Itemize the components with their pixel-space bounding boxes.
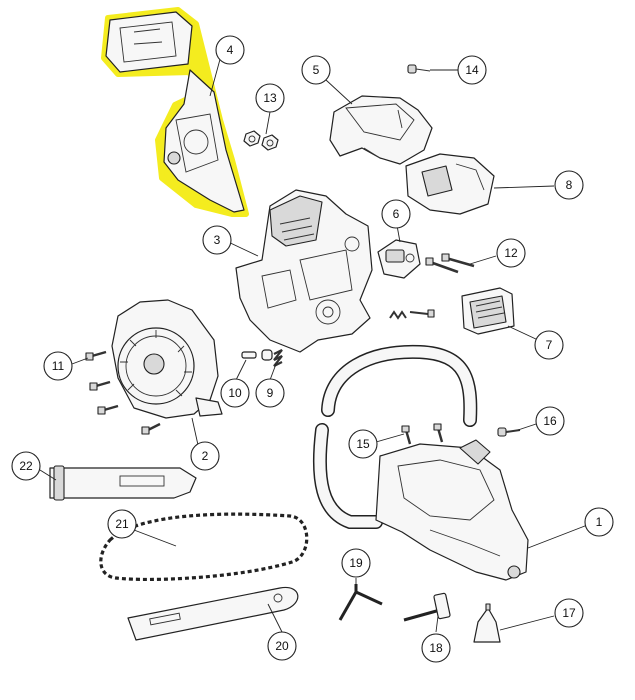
- part-21-saw-chain[interactable]: [99, 512, 309, 582]
- part-22-bar-cover[interactable]: [49, 465, 197, 501]
- callout-6: 6: [381, 199, 411, 229]
- callout-1: 1: [584, 507, 614, 537]
- leader-lines: [39, 51, 591, 633]
- part-6-carburetor[interactable]: [377, 239, 421, 279]
- part-13-nuts[interactable]: [243, 130, 279, 151]
- part-12-bolts[interactable]: [425, 253, 475, 274]
- callout-label: 13: [263, 91, 277, 105]
- callout-8: 8: [554, 170, 584, 200]
- callout-label: 17: [562, 606, 576, 620]
- callout-20: 20: [267, 631, 297, 661]
- callout-label: 8: [566, 178, 573, 192]
- part-4-hand-guard-highlighted[interactable]: [101, 7, 249, 217]
- callout-label: 1: [596, 515, 603, 529]
- part-14-screw[interactable]: [407, 64, 431, 74]
- callout-11: 11: [43, 351, 73, 381]
- callout-label: 22: [19, 459, 33, 473]
- callout-14: 14: [457, 55, 487, 85]
- callout-label: 2: [202, 449, 209, 463]
- part-17-oil-bottle[interactable]: [473, 603, 501, 643]
- callout-12: 12: [496, 238, 526, 268]
- callout-label: 18: [429, 641, 443, 655]
- part-16-screw[interactable]: [497, 427, 521, 437]
- part-3-engine[interactable]: [235, 189, 373, 353]
- part-9-spring[interactable]: [273, 349, 283, 367]
- callout-9: 9: [255, 378, 285, 408]
- part-1-handle-body[interactable]: [312, 344, 529, 581]
- callout-16: 16: [535, 406, 565, 436]
- part-11-screws[interactable]: [85, 350, 161, 435]
- callout-21: 21: [107, 509, 137, 539]
- callout-label: 21: [115, 517, 129, 531]
- callout-label: 7: [546, 338, 553, 352]
- part-5-top-cover[interactable]: [329, 95, 433, 165]
- callout-label: 10: [228, 386, 242, 400]
- callout-10: 10: [220, 378, 250, 408]
- callout-22: 22: [11, 451, 41, 481]
- callout-label: 6: [393, 207, 400, 221]
- spring-and-pin-parts[interactable]: [389, 309, 435, 320]
- callout-18: 18: [421, 633, 451, 663]
- part-10-pin[interactable]: [241, 349, 273, 361]
- callout-17: 17: [554, 598, 584, 628]
- part-15-screws[interactable]: [401, 423, 444, 445]
- callout-label: 19: [349, 556, 363, 570]
- callout-7: 7: [534, 330, 564, 360]
- callout-label: 5: [313, 63, 320, 77]
- callout-label: 20: [275, 639, 289, 653]
- callout-3: 3: [202, 225, 232, 255]
- callout-label: 12: [504, 246, 518, 260]
- part-19-t-tool[interactable]: [338, 584, 383, 621]
- callout-label: 11: [52, 359, 65, 373]
- callout-label: 3: [214, 233, 221, 247]
- part-18-spark-plug-wrench[interactable]: [403, 592, 451, 622]
- callout-label: 9: [267, 386, 274, 400]
- callout-label: 16: [543, 414, 557, 428]
- callout-19: 19: [341, 548, 371, 578]
- callout-5: 5: [301, 55, 331, 85]
- callout-label: 15: [356, 437, 370, 451]
- part-7-air-filter[interactable]: [461, 287, 515, 335]
- callout-label: 4: [227, 43, 234, 57]
- part-8-filter-cover[interactable]: [405, 153, 495, 215]
- callout-15: 15: [348, 429, 378, 459]
- callout-13: 13: [255, 83, 285, 113]
- callout-2: 2: [190, 441, 220, 471]
- part-20-guide-bar[interactable]: [127, 586, 299, 641]
- part-2-starter-housing[interactable]: [111, 299, 223, 419]
- callout-label: 14: [465, 63, 479, 77]
- callout-4: 4: [215, 35, 245, 65]
